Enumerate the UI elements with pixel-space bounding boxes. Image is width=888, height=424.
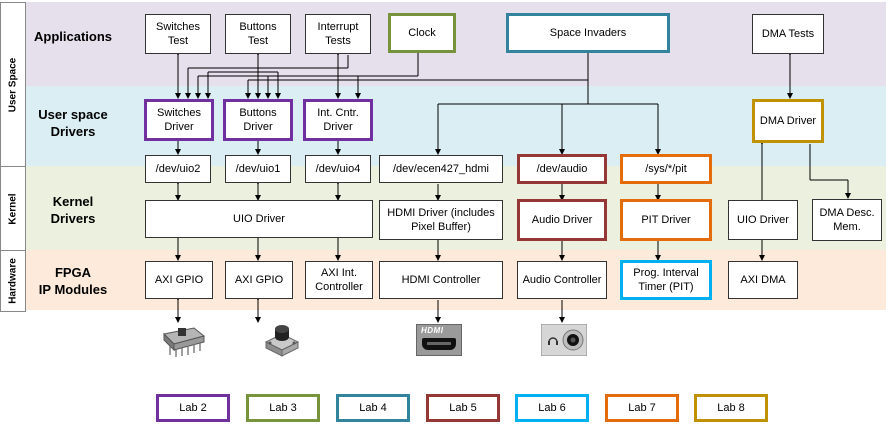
axi-dma-box: AXI DMA <box>728 261 798 299</box>
lab-7-legend: Lab 7 <box>605 394 679 422</box>
lab-5-legend: Lab 5 <box>426 394 500 422</box>
sys-pit-box: /sys/*/pit <box>620 154 712 184</box>
lab-6-legend: Lab 6 <box>515 394 589 422</box>
hdmi-driver-box: HDMI Driver (includes Pixel Buffer) <box>379 200 503 240</box>
applications-title: Applications <box>33 29 112 44</box>
switches-driver-box: Switches Driver <box>144 99 214 141</box>
dev-uio1-box: /dev/uio1 <box>225 155 291 183</box>
user-space-side-label: User Space <box>0 2 26 168</box>
lab-3-legend: Lab 3 <box>246 394 320 422</box>
dma-driver-box: DMA Driver <box>752 99 824 143</box>
axi-gpio-switches-box: AXI GPIO <box>145 261 213 299</box>
dev-audio-box: /dev/audio <box>517 154 607 184</box>
push-button-icon <box>264 325 300 357</box>
space-invaders-box: Space Invaders <box>506 13 670 53</box>
dev-uio4-box: /dev/uio4 <box>305 155 371 183</box>
uio-driver-dma-box: UIO Driver <box>728 200 798 240</box>
pit-driver-box: PIT Driver <box>620 199 712 241</box>
hdmi-controller-box: HDMI Controller <box>379 261 503 299</box>
uio-driver-box: UIO Driver <box>145 200 373 238</box>
buttons-test-box: Buttons Test <box>225 14 291 54</box>
clock-box: Clock <box>388 13 456 53</box>
hdmi-logo: HDMI <box>421 326 444 335</box>
dev-hdmi-box: /dev/ecen427_hdmi <box>379 155 503 183</box>
interrupt-tests-box: Interrupt Tests <box>305 14 371 54</box>
audio-jack-icon <box>541 324 587 356</box>
int-cntr-driver-box: Int. Cntr. Driver <box>303 99 373 141</box>
lab-4-legend: Lab 4 <box>336 394 410 422</box>
switches-test-box: Switches Test <box>145 14 211 54</box>
audio-driver-box: Audio Driver <box>517 199 607 241</box>
slide-switch-icon <box>162 327 206 357</box>
dma-tests-box: DMA Tests <box>752 14 824 54</box>
dev-uio2-box: /dev/uio2 <box>145 155 211 183</box>
lab-2-legend: Lab 2 <box>156 394 230 422</box>
dma-desc-mem-box: DMA Desc. Mem. <box>812 199 882 241</box>
lab-8-legend: Lab 8 <box>694 394 768 422</box>
pit-box: Prog. Interval Timer (PIT) <box>620 260 712 300</box>
buttons-driver-box: Buttons Driver <box>223 99 293 141</box>
audio-controller-box: Audio Controller <box>517 261 607 299</box>
axi-gpio-buttons-box: AXI GPIO <box>225 261 293 299</box>
hdmi-port-icon: HDMI <box>416 324 462 356</box>
axi-int-controller-box: AXI Int. Controller <box>305 261 373 299</box>
hardware-side-label: Hardware <box>0 250 26 312</box>
